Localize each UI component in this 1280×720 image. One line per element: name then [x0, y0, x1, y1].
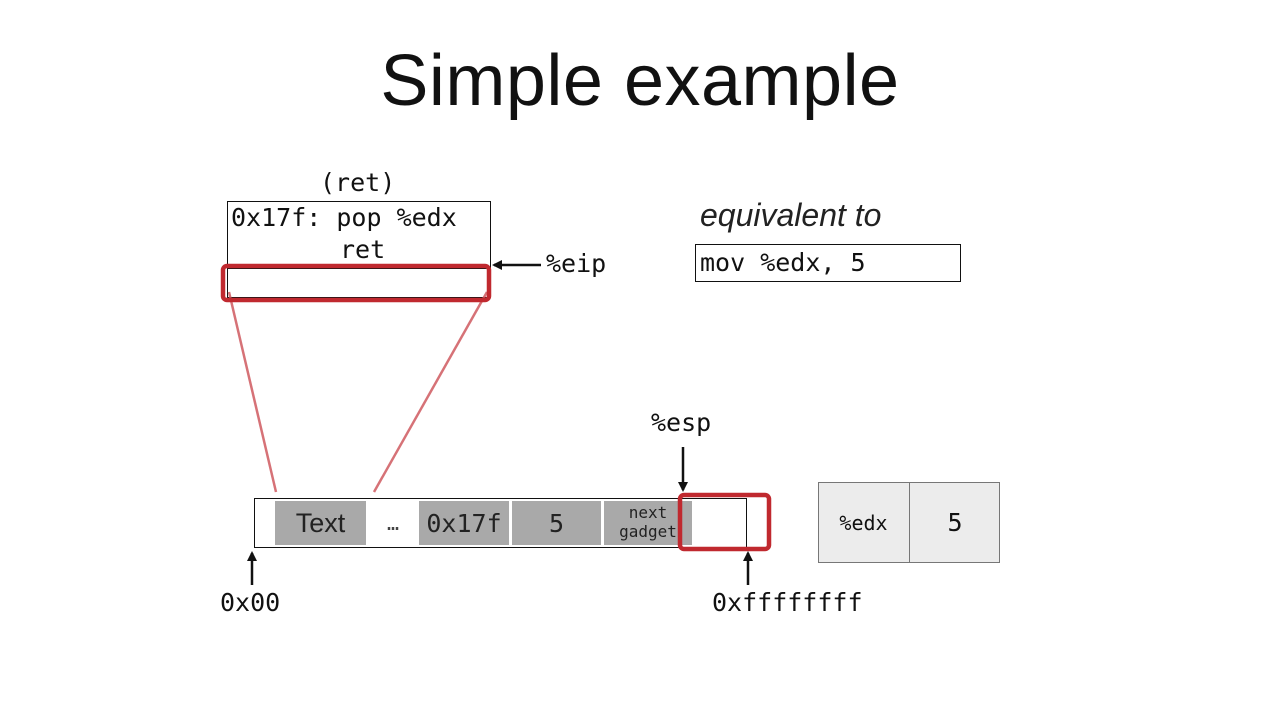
- next-gadget-line2: gadget: [619, 522, 677, 541]
- equivalent-box: [695, 244, 961, 282]
- next-gadget-line1: next: [628, 503, 668, 522]
- zoom-line-left: [227, 291, 278, 493]
- equivalent-label: equivalent to: [700, 197, 882, 233]
- low-address-label: 0x00: [220, 588, 281, 617]
- stack-cell-next-gadget: next gadget: [604, 501, 692, 545]
- code-divider: [227, 268, 491, 269]
- high-address-label: 0xffffffff: [712, 588, 863, 617]
- code-caption: (ret): [320, 168, 396, 197]
- register-name: %edx: [839, 510, 888, 535]
- stack-cell-value: 5: [512, 501, 601, 545]
- eip-label: %eip: [546, 249, 607, 278]
- register-divider: [909, 482, 910, 563]
- zoom-line-right: [372, 291, 489, 493]
- stack-cell-gadget-address: 0x17f: [419, 501, 509, 545]
- equivalent-code: mov %edx, 5: [700, 248, 866, 277]
- slide-title: Simple example: [380, 41, 900, 121]
- stack-cell-ellipsis: …: [386, 511, 400, 535]
- esp-label: %esp: [651, 408, 712, 437]
- code-line-pop: 0x17f: pop %edx: [231, 203, 457, 232]
- register-value: 5: [947, 508, 963, 537]
- stack-cell-text: Text: [275, 501, 366, 545]
- code-line-ret: ret: [340, 235, 386, 264]
